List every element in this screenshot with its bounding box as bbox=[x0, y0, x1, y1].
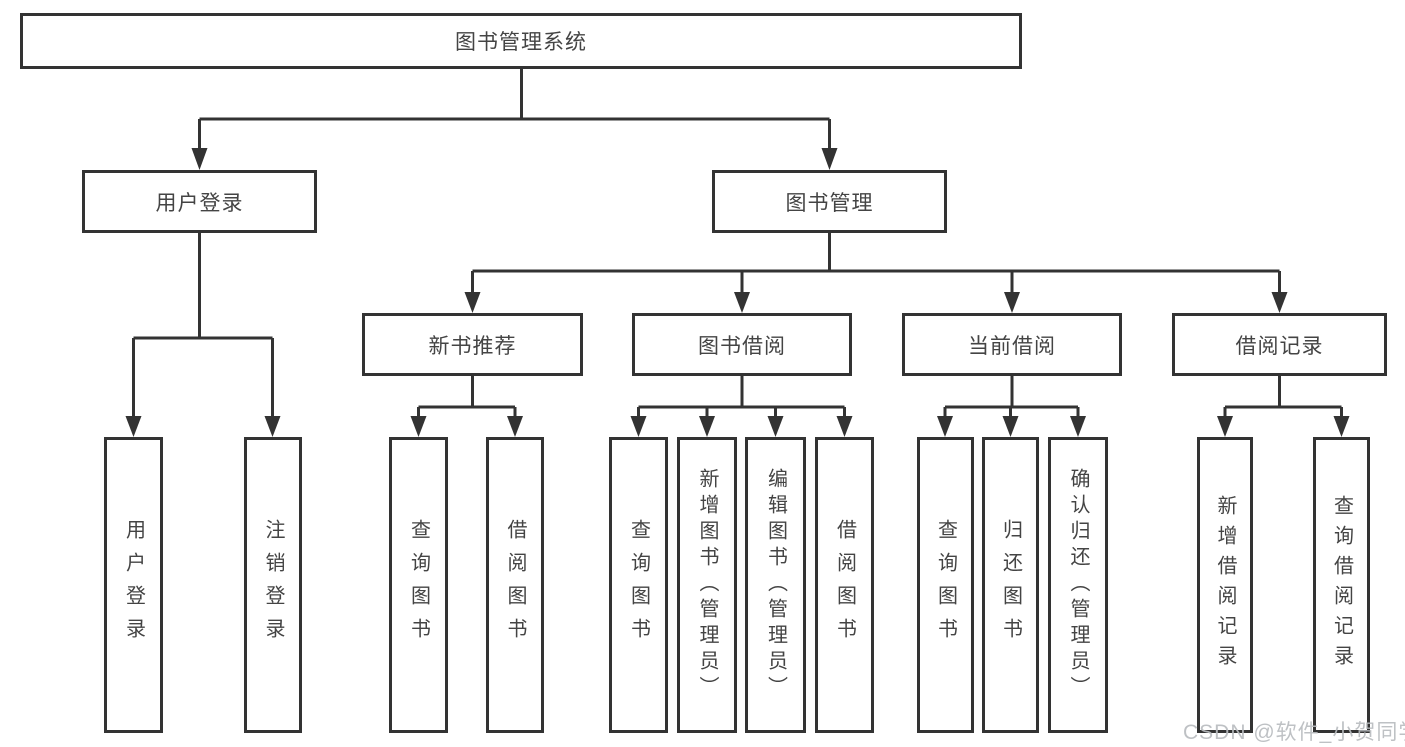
leaf-edit-book-admin: 编辑图书（管理员） bbox=[745, 437, 806, 733]
node-borrow-records: 借阅记录 bbox=[1172, 313, 1387, 376]
leaf-logout: 注销登录 bbox=[244, 437, 302, 733]
node-book-borrowing: 图书借阅 bbox=[632, 313, 852, 376]
connector-borrowing-to-leaves bbox=[630, 376, 853, 437]
leaf-add-book-admin: 新增图书（管理员） bbox=[677, 437, 737, 733]
leaf-label: 归还图书 bbox=[999, 519, 1022, 651]
leaf-query-books-recommend: 查询图书 bbox=[389, 437, 448, 733]
leaf-label: 确认归还（管理员） bbox=[1067, 468, 1089, 702]
leaf-label: 查询借阅记录 bbox=[1330, 495, 1353, 675]
connector-recommend-to-leaves bbox=[410, 376, 523, 437]
leaf-borrow-books-recommend: 借阅图书 bbox=[486, 437, 544, 733]
leaf-query-books-borrowing: 查询图书 bbox=[609, 437, 668, 733]
leaf-label: 用户登录 bbox=[122, 519, 145, 651]
connector-records-to-leaves bbox=[1217, 376, 1350, 437]
node-new-book-recommend: 新书推荐 bbox=[362, 313, 583, 376]
connector-management-to-level3 bbox=[464, 233, 1288, 313]
leaf-query-borrow-record: 查询借阅记录 bbox=[1313, 437, 1370, 733]
connector-root-to-level2 bbox=[191, 69, 838, 170]
leaf-query-books-current: 查询图书 bbox=[917, 437, 974, 733]
leaf-label: 借阅图书 bbox=[504, 519, 526, 651]
leaf-label: 查询图书 bbox=[407, 519, 430, 651]
node-root-system: 图书管理系统 bbox=[20, 13, 1022, 69]
leaf-return-books: 归还图书 bbox=[982, 437, 1039, 733]
leaf-confirm-return-admin: 确认归还（管理员） bbox=[1048, 437, 1108, 733]
leaf-label: 借阅图书 bbox=[833, 519, 856, 651]
node-user-login: 用户登录 bbox=[82, 170, 317, 233]
leaf-label: 查询图书 bbox=[627, 519, 650, 651]
leaf-label: 注销登录 bbox=[262, 519, 284, 651]
csdn-watermark: CSDN @软件_小贺同学 bbox=[1183, 721, 1405, 744]
leaf-user-login: 用户登录 bbox=[104, 437, 163, 733]
leaf-borrow-books-borrowing: 借阅图书 bbox=[815, 437, 874, 733]
leaf-label: 查询图书 bbox=[934, 519, 957, 651]
node-book-management: 图书管理 bbox=[712, 170, 947, 233]
node-current-borrowing: 当前借阅 bbox=[902, 313, 1122, 376]
connector-current-to-leaves bbox=[937, 376, 1086, 437]
leaf-label: 新增图书（管理员） bbox=[696, 468, 718, 702]
leaf-label: 新增借阅记录 bbox=[1214, 495, 1236, 675]
connector-login-to-leaves bbox=[125, 233, 281, 437]
leaf-add-borrow-record: 新增借阅记录 bbox=[1197, 437, 1253, 733]
leaf-label: 编辑图书（管理员） bbox=[764, 468, 787, 702]
